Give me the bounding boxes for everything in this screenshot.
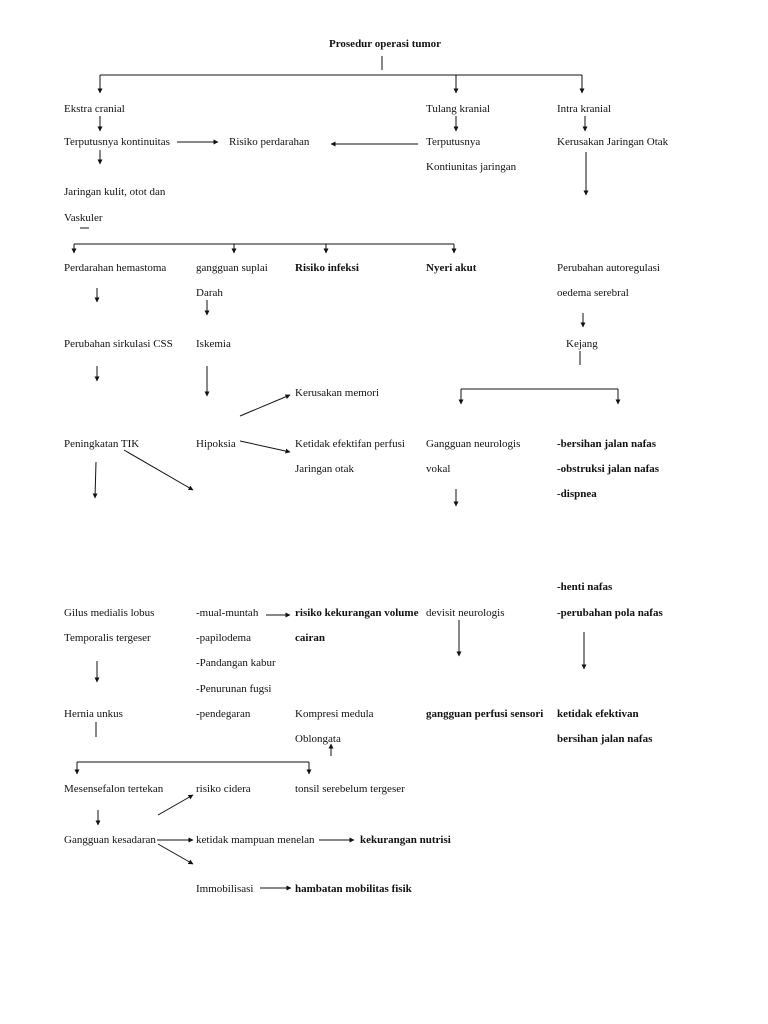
node-bersihan-jalan-nafas-2: bersihan jalan nafas <box>557 733 653 745</box>
node-ketidak-mampuan-menelan: ketidak mampuan menelan <box>196 834 315 846</box>
node-peningkatan-tik: Peningkatan TIK <box>64 438 140 450</box>
node-jaringan-kulit: Jaringan kulit, otot dan <box>64 186 166 198</box>
node-gangguan-perfusi-sensori: gangguan perfusi sensori <box>426 708 544 720</box>
node-terputusnya-kontinuitas: Terputusnya kontinuitas <box>64 136 170 148</box>
node-papilodema: -papilodema <box>196 632 251 644</box>
node-hipoksia: Hipoksia <box>196 438 236 450</box>
node-cairan: cairan <box>295 632 325 644</box>
node-hambatan-mobilitas: hambatan mobilitas fisik <box>295 883 412 895</box>
node-intra-kranial: Intra kranial <box>557 103 612 115</box>
node-nyeri-akut: Nyeri akut <box>426 262 477 274</box>
node-vokal: vokal <box>426 463 451 475</box>
node-risiko-kekurangan-volume: risiko kekurangan volume <box>295 607 419 619</box>
arrow-tik-down <box>92 461 98 499</box>
node-temporalis-tergeser: Temporalis tergeser <box>64 632 151 644</box>
node-kekurangan-nutrisi: kekurangan nutrisi <box>360 834 451 846</box>
node-gangguan-suplai: gangguan suplai <box>196 262 268 274</box>
node-perubahan-pola-nafas: -perubahan pola nafas <box>557 607 663 619</box>
node-perubahan-sirkulasi: Perubahan sirkulasi CSS <box>64 338 173 350</box>
node-oblongata: Oblongata <box>295 733 341 745</box>
node-gangguan-neurologis: Gangguan neurologis <box>426 438 521 450</box>
node-hernia-unkus: Hernia unkus <box>64 708 123 720</box>
arrow-to-kerusakan-memori <box>239 394 291 417</box>
node-mual-muntah: -mual-muntah <box>196 607 259 619</box>
node-kerusakan-memori: Kerusakan memori <box>295 387 379 399</box>
arrow-to-risiko-cidera <box>157 794 194 816</box>
node-henti-nafas: -henti nafas <box>557 581 613 593</box>
node-ekstra-cranial: Ekstra cranial <box>64 103 125 115</box>
node-pandangan-kabur: -Pandangan kabur <box>196 657 276 669</box>
node-oedema-serebral: oedema serebral <box>557 287 629 299</box>
node-kontiunitas-jaringan: Kontiunitas jaringan <box>426 161 517 173</box>
node-mesensefalon: Mesensefalon tertekan <box>64 783 164 795</box>
node-vaskuler: Vaskuler <box>64 212 103 224</box>
node-penurunan-fugsi: -Penurunan fugsi <box>196 683 272 695</box>
arrow-tik-diagonal <box>123 449 194 491</box>
node-perubahan-autoregulasi: Perubahan autoregulasi <box>557 262 660 274</box>
diagram-title: Prosedur operasi tumor <box>329 38 442 50</box>
node-gilus-medialis: Gilus medialis lobus <box>64 607 155 619</box>
node-iskemia: Iskemia <box>196 338 231 350</box>
node-ketidak-efektivan: ketidak efektivan <box>557 708 639 720</box>
node-risiko-perdarahan: Risiko perdarahan <box>229 136 310 148</box>
node-kejang: Kejang <box>566 338 598 350</box>
node-ketidak-efektifan-perfusi: Ketidak efektifan perfusi <box>295 438 405 450</box>
node-obstruksi-jalan-nafas: -obstruksi jalan nafas <box>557 463 660 475</box>
node-bersihan-jalan-nafas: -bersihan jalan nafas <box>557 438 657 450</box>
arrow-to-immobilisasi <box>157 843 194 865</box>
node-tulang-kranial: Tulang kranial <box>426 103 491 115</box>
node-kompresi-medula: Kompresi medula <box>295 708 374 720</box>
arrow-hipoksia-to-perfusi <box>239 440 291 454</box>
node-immobilisasi: Immobilisasi <box>196 883 254 895</box>
node-perdarahan-hemastoma: Perdarahan hemastoma <box>64 262 167 274</box>
node-jaringan-otak: Jaringan otak <box>295 463 354 475</box>
node-risiko-cidera: risiko cidera <box>196 783 251 795</box>
node-devisit-neurologis: devisit neurologis <box>426 607 505 619</box>
node-tonsil-serebelum: tonsil serebelum tergeser <box>295 783 405 795</box>
node-kerusakan-jaringan-otak: Kerusakan Jaringan Otak <box>557 136 669 148</box>
node-pendegaran: -pendegaran <box>196 708 251 720</box>
node-darah: Darah <box>196 287 223 299</box>
node-gangguan-kesadaran: Gangguan kesadaran <box>64 834 156 846</box>
node-dispnea: -dispnea <box>557 488 597 500</box>
node-risiko-infeksi: Risiko infeksi <box>295 262 359 274</box>
node-terputusnya: Terputusnya <box>426 136 481 148</box>
